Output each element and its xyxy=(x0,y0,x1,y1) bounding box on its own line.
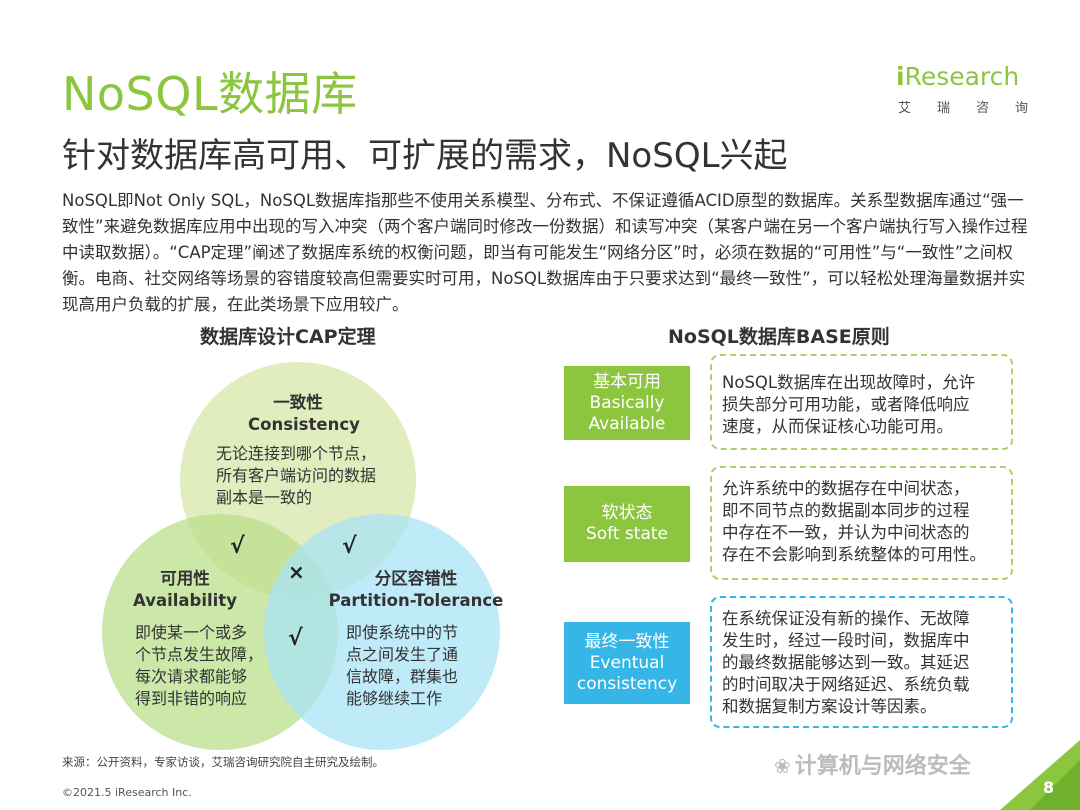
base-desc-line: 中存在不一致，并认为中间状态的 xyxy=(722,523,970,542)
copyright: ©2021.5 iResearch Inc. xyxy=(62,786,192,799)
partition-desc-line: 即使系统中的节 xyxy=(346,623,459,642)
logo-research: Research xyxy=(904,62,1020,91)
logo-wordmark: iResearch xyxy=(896,62,1026,91)
base-desc-line: NoSQL数据库在出现故障时，允许 xyxy=(722,373,976,392)
base-label-soft-state: 软状态 Soft state xyxy=(564,486,690,562)
partition-desc-line: 能够继续工作 xyxy=(346,689,443,708)
partition-title: 分区容错性 Partition-Tolerance xyxy=(328,568,504,612)
wechat-icon: ❀ xyxy=(774,754,791,778)
base-desc-line: 损失部分可用功能，或者降低响应 xyxy=(722,395,970,414)
watermark-text: 计算机与网络安全 xyxy=(794,754,971,779)
availability-desc-line: 每次请求都能够 xyxy=(135,667,248,686)
consistency-desc-line: 无论连接到哪个节点， xyxy=(216,444,377,463)
base-label-line: 基本可用 xyxy=(593,371,661,392)
base-desc-eventual-consistency: 在系统保证没有新的操作、无故障 发生时，经过一段时间，数据库中 的最终数据能够达… xyxy=(710,596,1013,728)
availability-title: 可用性 Availability xyxy=(130,568,240,612)
partition-circle xyxy=(264,514,500,750)
check-mark-ap: √ xyxy=(288,626,303,651)
watermark: ❀计算机与网络安全 xyxy=(774,748,971,780)
availability-desc: 即使某一个或多 个节点发生故障， 每次请求都能够 得到非错的响应 xyxy=(135,622,263,710)
consistency-title: 一致性 Consistency xyxy=(248,392,360,436)
base-label-line: Basically xyxy=(589,392,665,413)
base-desc-line: 即不同节点的数据副本同步的过程 xyxy=(722,501,970,520)
consistency-desc: 无论连接到哪个节点， 所有客户端访问的数据 副本是一致的 xyxy=(216,443,376,509)
partition-desc-line: 点之间发生了通 xyxy=(346,645,459,664)
logo-i: i xyxy=(896,62,905,91)
base-heading: NoSQL数据库BASE原则 xyxy=(668,326,890,348)
base-desc-line: 在系统保证没有新的操作、无故障 xyxy=(722,609,970,628)
page-subtitle: 针对数据库高可用、可扩展的需求，NoSQL兴起 xyxy=(62,136,788,176)
cap-venn-diagram: 一致性 Consistency 无论连接到哪个节点， 所有客户端访问的数据 副本… xyxy=(80,350,520,750)
base-label-line: consistency xyxy=(576,673,678,694)
cross-mark-center: × xyxy=(288,560,305,584)
availability-cn: 可用性 xyxy=(160,569,210,588)
page-number: 8 xyxy=(1043,778,1055,797)
partition-en: Partition-Tolerance xyxy=(328,591,504,610)
consistency-desc-line: 所有客户端访问的数据 xyxy=(216,466,377,485)
base-desc-line: 存在不会影响到系统整体的可用性。 xyxy=(722,545,986,564)
base-label-line: 最终一致性 xyxy=(584,631,670,652)
partition-desc: 即使系统中的节 点之间发生了通 信故障，群集也 能够继续工作 xyxy=(346,622,458,710)
base-desc-line: 的时间取决于网络延迟、系统负载 xyxy=(722,675,970,694)
partition-cn: 分区容错性 xyxy=(374,569,458,588)
base-desc-line: 允许系统中的数据存在中间状态， xyxy=(722,479,970,498)
iresearch-logo: iResearch 艾瑞咨询 xyxy=(896,62,1055,116)
base-label-basically-available: 基本可用 Basically Available xyxy=(564,366,690,440)
base-label-line: Eventual xyxy=(589,652,665,673)
availability-desc-line: 个节点发生故障， xyxy=(135,645,264,664)
availability-desc-line: 得到非错的响应 xyxy=(135,689,248,708)
source-note: 来源：公开资料，专家访谈，艾瑞咨询研究院自主研究及绘制。 xyxy=(62,755,384,769)
base-desc-line: 和数据复制方案设计等因素。 xyxy=(722,697,937,716)
base-label-line: 软状态 xyxy=(601,503,653,523)
base-desc-line: 的最终数据能够达到一致。其延迟 xyxy=(722,653,970,672)
intro-paragraph: NoSQL即Not Only SQL，NoSQL数据库指那些不使用关系模型、分布… xyxy=(62,191,1028,314)
availability-en: Availability xyxy=(133,591,237,610)
corner-decoration xyxy=(1000,740,1080,810)
base-label-line: Soft state xyxy=(585,524,668,544)
base-desc-soft-state: 允许系统中的数据存在中间状态， 即不同节点的数据副本同步的过程 中存在不一致，并… xyxy=(710,466,1013,580)
check-mark-ca: √ xyxy=(230,534,245,559)
consistency-desc-line: 副本是一致的 xyxy=(216,488,313,507)
base-desc-line: 速度，从而保证核心功能可用。 xyxy=(722,417,953,436)
base-label-eventual-consistency: 最终一致性 Eventual consistency xyxy=(564,622,690,704)
logo-subtitle: 艾瑞咨询 xyxy=(898,101,1055,116)
check-mark-cp: √ xyxy=(342,534,357,559)
consistency-cn: 一致性 xyxy=(273,393,323,412)
availability-desc-line: 即使某一个或多 xyxy=(135,623,248,642)
availability-circle xyxy=(102,514,338,750)
cap-heading: 数据库设计CAP定理 xyxy=(200,326,376,348)
consistency-en: Consistency xyxy=(248,415,360,434)
base-label-line: Available xyxy=(588,413,666,434)
base-desc-basically-available: NoSQL数据库在出现故障时，允许 损失部分可用功能，或者降低响应 速度，从而保… xyxy=(710,354,1013,450)
page-title: NoSQL数据库 xyxy=(62,67,358,121)
base-desc-line: 发生时，经过一段时间，数据库中 xyxy=(722,631,970,650)
partition-desc-line: 信故障，群集也 xyxy=(346,667,459,686)
venn-circles xyxy=(102,362,500,750)
